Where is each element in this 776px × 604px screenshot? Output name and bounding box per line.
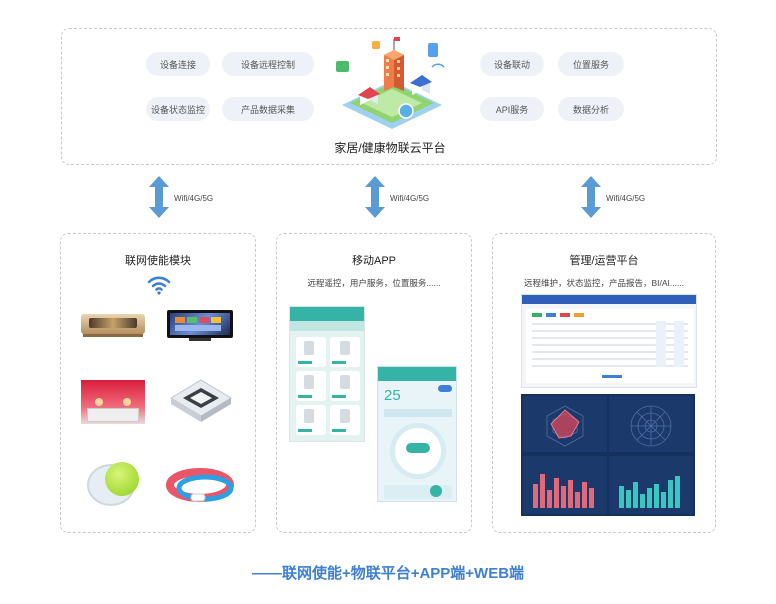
wifi-icon — [147, 276, 171, 295]
double-arrow-icon — [149, 176, 169, 218]
wristband-image — [166, 468, 234, 502]
temperature-readout: 25 — [384, 387, 401, 404]
bi-dashboard-charts — [523, 396, 693, 514]
double-arrow-icon — [365, 176, 385, 218]
feature-pill: 位置服务 — [558, 52, 624, 76]
round-sensor-image — [81, 460, 145, 508]
tagline: ——联网使能+物联平台+APP端+WEB端 — [251, 565, 525, 582]
smart-home-city-illustration — [336, 37, 445, 129]
bi-dashboard-screenshot — [521, 394, 695, 516]
ceiling-light-image — [81, 380, 145, 424]
smart-tv-image — [167, 310, 233, 342]
management-platform-box: 管理/运营平台 远程维护，状态监控，产品报告，BI/AI...... — [492, 233, 716, 533]
link-label: Wifi/4G/5G — [390, 194, 430, 203]
link-label: Wifi/4G/5G — [606, 194, 646, 203]
cloud-platform-box: 设备连接 设备远程控制 设备状态监控 产品数据采集 设备联动 位置服务 API服… — [61, 28, 717, 165]
web-admin-screenshot — [521, 294, 697, 388]
app-thermostat-screenshot: 25 — [377, 366, 457, 502]
feature-pill: 设备远程控制 — [222, 52, 314, 76]
platform-title: 家居/健康物联云平台 — [334, 141, 446, 155]
feature-pill: 设备状态监控 — [146, 97, 210, 121]
module-subtitle: 远程遥控，用户服务，位置服务...... — [307, 278, 441, 288]
feature-pill: API服务 — [480, 97, 544, 121]
module-subtitle: 远程维护，状态监控，产品报告，BI/AI...... — [523, 278, 685, 288]
mobile-app-box: 移动APP 远程遥控，用户服务，位置服务...... 25 — [276, 233, 472, 533]
double-arrow-icon — [581, 176, 601, 218]
cassette-ac-image — [170, 379, 232, 422]
feature-pill: 产品数据采集 — [222, 97, 314, 121]
module-title: 移动APP — [351, 255, 396, 267]
module-title: 管理/运营平台 — [569, 255, 639, 267]
link-label: Wifi/4G/5G — [174, 194, 214, 203]
iot-module-box: 联网使能模块 — [60, 233, 256, 533]
app-device-list-screenshot — [289, 306, 365, 442]
feature-pill: 设备连接 — [146, 52, 210, 76]
air-conditioner-image — [81, 314, 145, 338]
module-title: 联网使能模块 — [125, 255, 191, 267]
feature-pill: 设备联动 — [480, 52, 544, 76]
feature-pill: 数据分析 — [558, 97, 624, 121]
